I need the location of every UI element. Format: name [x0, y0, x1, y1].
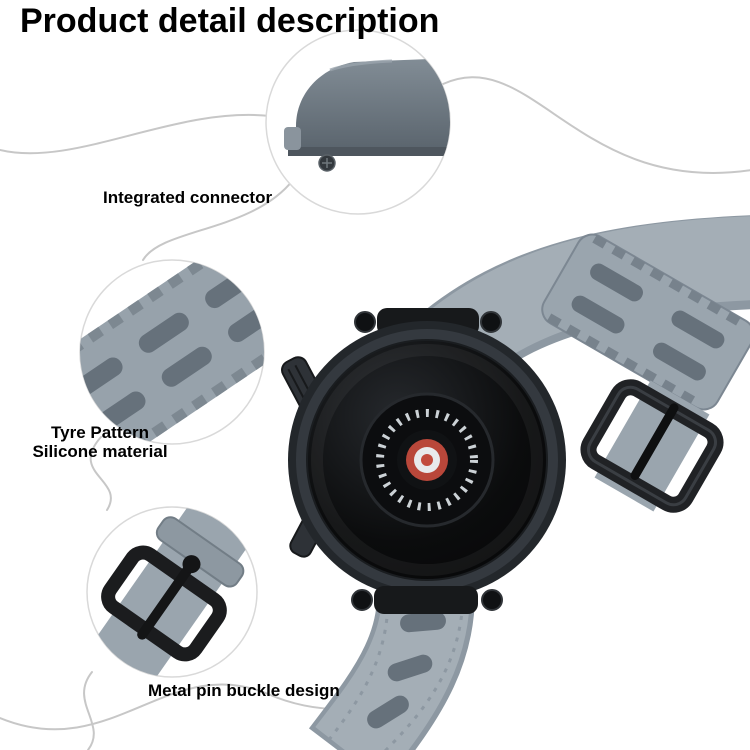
strap-end-plate [541, 233, 750, 411]
callout-circle-connector [265, 29, 451, 215]
screen-gloss [311, 344, 543, 576]
metal-buckle-pin [630, 403, 679, 480]
connector-screw [318, 154, 336, 172]
top-lug-screw-left [354, 311, 376, 333]
top-lug-screw-right [480, 311, 502, 333]
bottom-lug-screw-left [351, 589, 373, 611]
connector-tab [284, 127, 301, 150]
strap-end-treads [546, 234, 741, 405]
callout-circle-buckle [86, 506, 258, 678]
connector-body [296, 58, 450, 154]
band-edge-texture-left [323, 574, 390, 746]
tyre-label-line1: Tyre Pattern [51, 423, 149, 442]
watch-sensor-center [359, 392, 495, 528]
buckle-detail [87, 507, 257, 677]
metal-buckle [580, 379, 724, 513]
buckle-pin [137, 555, 201, 640]
bottom-lug-screw-right [481, 589, 503, 611]
strap-end-slots [571, 263, 725, 381]
page-title: Product detail description [20, 2, 440, 40]
tyre-label-line2: Silicone material [32, 442, 168, 461]
watch-product [281, 215, 750, 750]
bottom-lug-bar [374, 586, 478, 614]
watch-body [281, 308, 566, 614]
buckle-label: Metal pin buckle design [148, 681, 340, 700]
connector-label: Integrated connector [103, 188, 273, 207]
tyre-label: Tyre Pattern Silicone material [15, 423, 185, 461]
band-lower-slots [367, 611, 446, 729]
connector-base-strip [288, 147, 450, 156]
